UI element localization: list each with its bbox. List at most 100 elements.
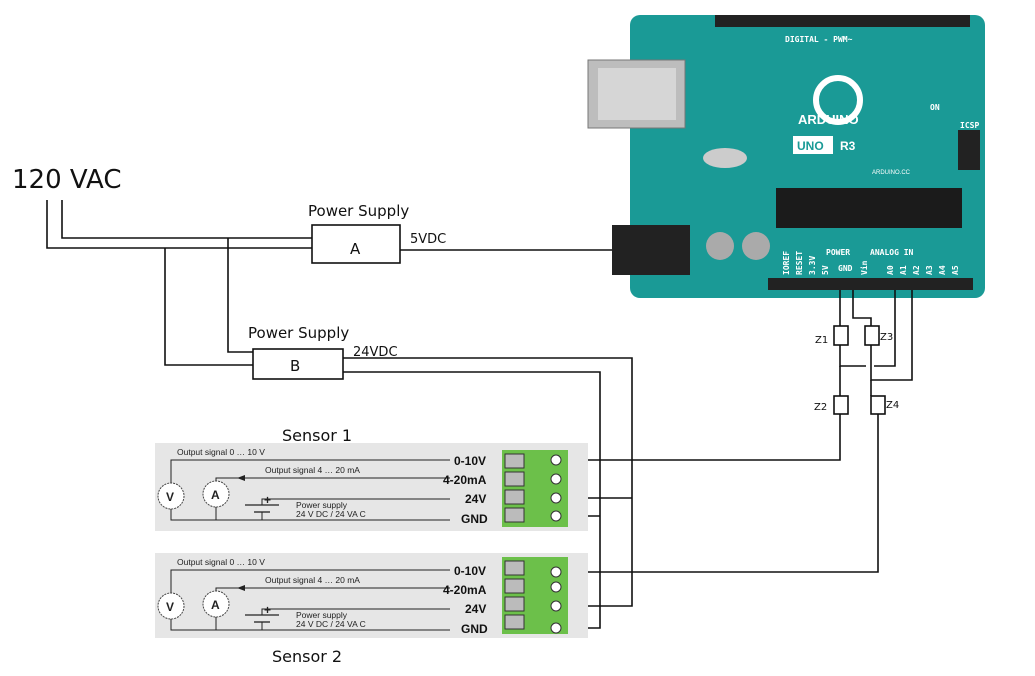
diagram-label: ARDUINO.CC bbox=[872, 170, 911, 176]
diagram-shape bbox=[504, 614, 525, 630]
diagram-shape bbox=[46, 200, 312, 249]
diagram-shape bbox=[550, 566, 562, 578]
diagram-label: UNO bbox=[797, 139, 824, 153]
diagram-shape bbox=[550, 600, 562, 612]
power-supply-a-title: Power Supply bbox=[308, 202, 409, 220]
digital-header bbox=[715, 15, 970, 27]
power-supply-b-letter: B bbox=[290, 357, 300, 375]
diagram-shape bbox=[504, 453, 525, 523]
diagram-label: Z4 bbox=[886, 400, 899, 411]
diagram-shape bbox=[504, 560, 525, 576]
diagram-shape bbox=[504, 578, 525, 594]
diagram-label: DIGITAL - PWM~ bbox=[785, 35, 853, 44]
power-supply-b-output: 24VDC bbox=[353, 345, 398, 360]
diagram-label: A4 bbox=[938, 265, 947, 275]
diagram-shape bbox=[852, 290, 913, 381]
diagram-label: 24 V DC / 24 VA C bbox=[296, 509, 366, 519]
diagram-shape bbox=[157, 592, 185, 620]
diagram-shape bbox=[504, 489, 525, 505]
diagram-shape bbox=[598, 68, 676, 120]
diagram-shape bbox=[504, 471, 525, 487]
diagram-shape bbox=[703, 148, 747, 168]
power-supply-a-box bbox=[311, 224, 401, 264]
diagram-shape bbox=[227, 238, 253, 353]
dc-power-jack bbox=[612, 225, 690, 275]
diagram-shape bbox=[61, 200, 312, 239]
diagram-label: POWER bbox=[826, 248, 850, 257]
sensor-1-title: Sensor 1 bbox=[282, 426, 352, 445]
diagram-shape bbox=[550, 454, 562, 522]
diagram-label: ARDUINO bbox=[798, 112, 859, 127]
diagram-label: A5 bbox=[951, 265, 960, 275]
diagram-shape: IOREF RESET 3.3V 5V GND Vin A0 A1 A2 A3 … bbox=[782, 251, 960, 275]
diagram-shape bbox=[706, 232, 734, 260]
power-supply-a-output: 5VDC bbox=[410, 232, 446, 247]
diagram-shape bbox=[550, 473, 562, 485]
diagram-shape bbox=[504, 507, 525, 523]
diagram-label: Output signal 4 … 20 mA bbox=[265, 465, 360, 475]
resistor-z1 bbox=[833, 325, 849, 346]
diagram-label: A bbox=[211, 488, 220, 502]
resistor-z3 bbox=[864, 325, 880, 346]
diagram-shape bbox=[504, 596, 525, 612]
diagram-label: Z1 bbox=[815, 335, 828, 346]
diagram-label: A3 bbox=[925, 265, 934, 275]
diagram-shape bbox=[237, 475, 245, 481]
mains-wires bbox=[46, 200, 312, 366]
diagram-label: 3.3V bbox=[808, 256, 817, 275]
diagram-shape bbox=[550, 510, 562, 522]
diagram-label: 4-20mA bbox=[443, 583, 487, 597]
mains-label: 120 VAC bbox=[12, 165, 122, 195]
diagram-shape bbox=[958, 130, 980, 170]
diagram-label: 0-10V bbox=[454, 564, 486, 578]
resistor-network: Z1 Z2 Z3 Z4 bbox=[556, 290, 913, 573]
diagram-label: A1 bbox=[899, 265, 908, 275]
diagram-label: A bbox=[211, 598, 220, 612]
diagram-shape bbox=[556, 366, 841, 461]
diagram-shape bbox=[237, 585, 245, 591]
diagram-shape bbox=[170, 569, 450, 631]
diagram-label: + bbox=[264, 603, 271, 617]
diagram-shape bbox=[164, 248, 253, 366]
diagram-label: A0 bbox=[886, 265, 895, 275]
diagram-shape bbox=[504, 560, 525, 630]
diagram-label: V bbox=[166, 600, 174, 614]
diagram-label: V bbox=[166, 490, 174, 504]
diagram-label: R3 bbox=[840, 139, 856, 153]
sensor-2: V A + Output signal 0 … 10 V Output sign… bbox=[155, 553, 588, 666]
diagram-shape bbox=[157, 482, 185, 510]
diagram-label: 5V bbox=[821, 265, 830, 275]
diagram-shape bbox=[504, 453, 525, 469]
diagram-shape bbox=[550, 454, 562, 466]
diagram-shape bbox=[343, 357, 633, 607]
resistor-z2 bbox=[833, 395, 849, 415]
sensor-2-title: Sensor 2 bbox=[272, 647, 342, 666]
diagram-label: + bbox=[264, 493, 271, 507]
diagram-shape bbox=[170, 459, 450, 521]
resistor-z4 bbox=[870, 395, 886, 415]
diagram-label: 24V bbox=[465, 602, 486, 616]
diagram-label: Output signal 0 … 10 V bbox=[177, 557, 265, 567]
diagram-label: GND bbox=[838, 264, 853, 273]
diagram-shape bbox=[793, 136, 833, 154]
diagram-label: ON bbox=[930, 103, 940, 112]
sensor-1: Sensor 1 V A + Output signal 0 … 10 V Ou… bbox=[155, 426, 588, 531]
diagram-shape bbox=[550, 492, 562, 504]
diagram-shape bbox=[813, 75, 863, 125]
diagram-label: 0-10V bbox=[454, 454, 486, 468]
diagram-label: Z3 bbox=[880, 332, 893, 343]
power-supply-b-title: Power Supply bbox=[248, 324, 349, 342]
diagram-shape bbox=[550, 581, 562, 593]
atmega-chip bbox=[776, 188, 962, 228]
diagram-label: Power supply bbox=[296, 610, 348, 620]
diagram-label: RESET bbox=[795, 251, 804, 275]
diagram-shape bbox=[202, 480, 230, 508]
power-supply-b-box bbox=[252, 348, 344, 380]
power-analog-header bbox=[768, 278, 973, 290]
diagram-label: A2 bbox=[912, 265, 921, 275]
diagram-label: 4-20mA bbox=[443, 473, 487, 487]
power-supply-a-letter: A bbox=[350, 240, 361, 258]
diagram-label: Output signal 4 … 20 mA bbox=[265, 575, 360, 585]
diagram-shape bbox=[556, 380, 879, 573]
